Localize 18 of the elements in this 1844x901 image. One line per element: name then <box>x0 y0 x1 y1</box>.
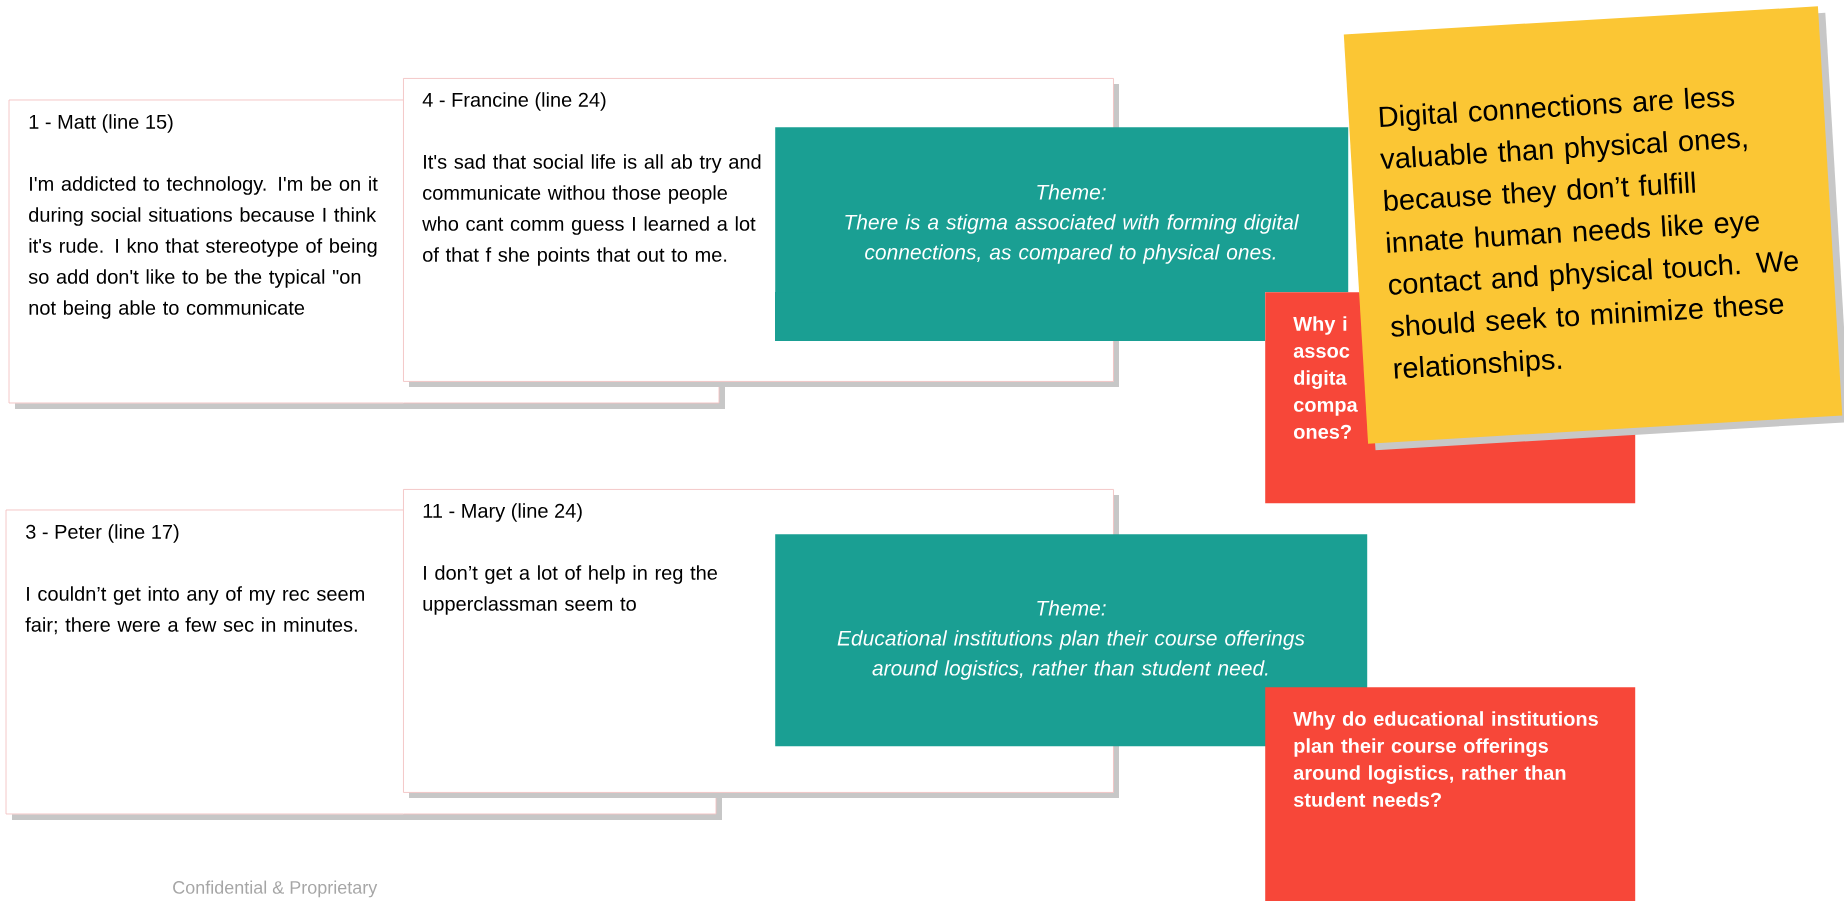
quote-card <box>5 509 404 820</box>
note-text: Digital connections are less valuable than physical ones, because they don’t fulfill innate human needs like eye contact and physical touch. We should seek to minimize these relationships. <box>1379 87 1798 379</box>
card-heading: 3 - Peter (line 17) <box>26 524 179 543</box>
question-text: Why do educational institutions plan their course offerings around logistics, rather than student needs? <box>1293 711 1598 807</box>
theme-text: Theme: There is a stigma associated with forming digital connections, as compared to physical ones. <box>845 184 1299 264</box>
footer-text: Confidential & Proprietary <box>173 880 378 898</box>
quote-text: I couldn’t get into any of my rec seem fair; there were a few sec in minutes. <box>25 586 364 635</box>
quote-text: I don’t get a lot of help in reg the upperclassman seem to <box>423 565 717 615</box>
question-text: Why i assoc digita compa ones? <box>1293 316 1358 439</box>
question-card <box>1265 687 1636 901</box>
quote-text: I'm addicted to technology. I'm be on it during social situations because I think it's rude. I kno that stereotype of being so add don't like to be the typical "on not being able to communicate <box>28 176 378 319</box>
theme-card <box>775 127 1349 341</box>
quote-text: It's sad that social life is all ab try and communicate withou those people who cant comm guess I learned a lot of that f she points that out to me. <box>422 154 761 266</box>
card-heading: 4 - Francine (line 24) <box>422 92 606 111</box>
quote-card <box>8 99 404 409</box>
theme-text: Theme: Educational institutions plan their course offerings around logistics, rather than student need. <box>837 600 1305 680</box>
card-heading: 11 - Mary (line 24) <box>423 503 582 522</box>
card-heading: 1 - Matt (line 15) <box>29 114 173 133</box>
